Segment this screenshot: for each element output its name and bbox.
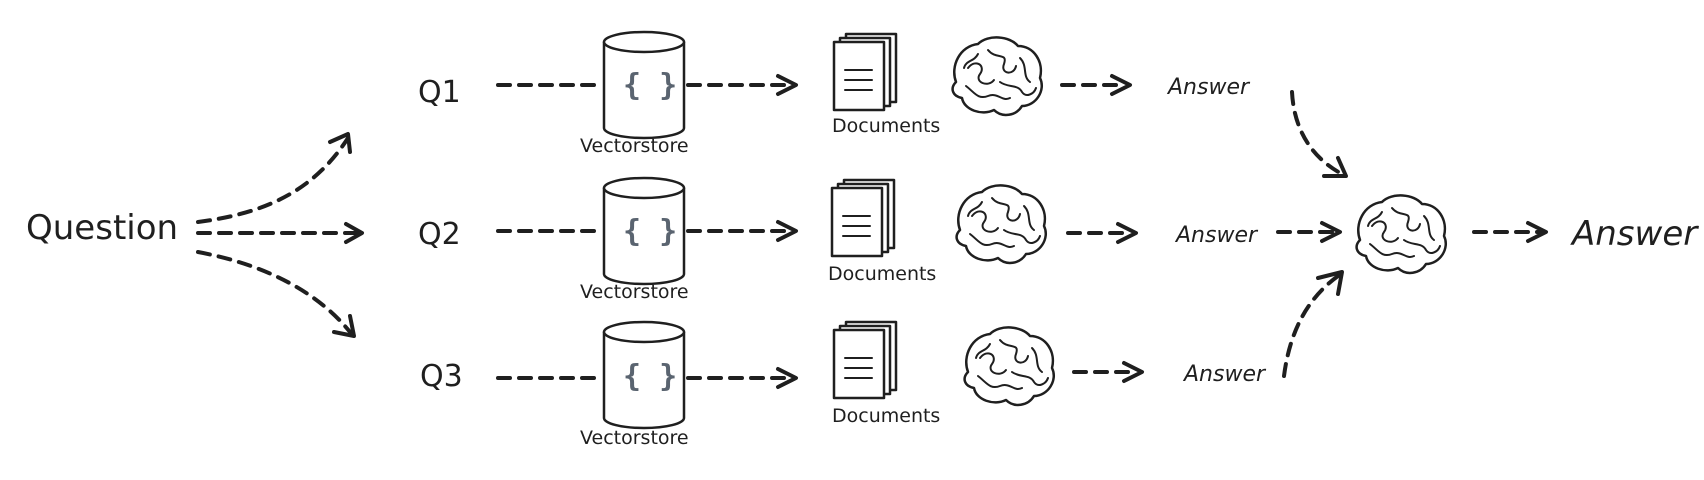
- query-label: Q2: [418, 217, 461, 252]
- final-arrow-head: [1526, 221, 1548, 243]
- vectorstore-label: Vectorstore: [580, 135, 689, 157]
- converge-arrows: [1276, 90, 1348, 378]
- query-row-3: Q3 { } Vectorstore Documents Answer: [420, 320, 1267, 449]
- query-label: Q3: [420, 359, 463, 394]
- documents-stack-icon: [830, 178, 896, 258]
- brain-icon: [951, 36, 1044, 117]
- documents-label: Documents: [832, 405, 940, 427]
- braces-glyph: { }: [623, 214, 677, 249]
- answer-label: Answer: [1174, 223, 1259, 248]
- brain-icon: [955, 184, 1048, 265]
- question-label: Question: [26, 208, 178, 248]
- query-row-2: Q2 { } Vectorstore Documents Answer: [418, 176, 1259, 303]
- fan-out-arrows: [196, 132, 364, 338]
- database-cylinder-icon: { }: [602, 30, 686, 140]
- answer-label: Answer: [1182, 362, 1267, 387]
- query-row-1: Q1 { } Vectorstore Documents Answer: [418, 30, 1251, 157]
- documents-stack-icon: [832, 320, 898, 400]
- vectorstore-label: Vectorstore: [580, 281, 689, 303]
- final-answer-label: Answer: [1570, 214, 1699, 254]
- query-label: Q1: [418, 75, 461, 110]
- documents-label: Documents: [832, 115, 940, 137]
- braces-glyph: { }: [623, 359, 677, 394]
- documents-label: Documents: [828, 263, 936, 285]
- documents-stack-icon: [832, 32, 898, 112]
- braces-glyph: { }: [623, 68, 677, 103]
- database-cylinder-icon: { }: [602, 176, 686, 286]
- database-cylinder-icon: { }: [602, 320, 686, 430]
- answer-label: Answer: [1166, 75, 1251, 100]
- brain-icon: [963, 326, 1056, 407]
- vectorstore-label: Vectorstore: [580, 427, 689, 449]
- brain-icon: [1355, 194, 1448, 275]
